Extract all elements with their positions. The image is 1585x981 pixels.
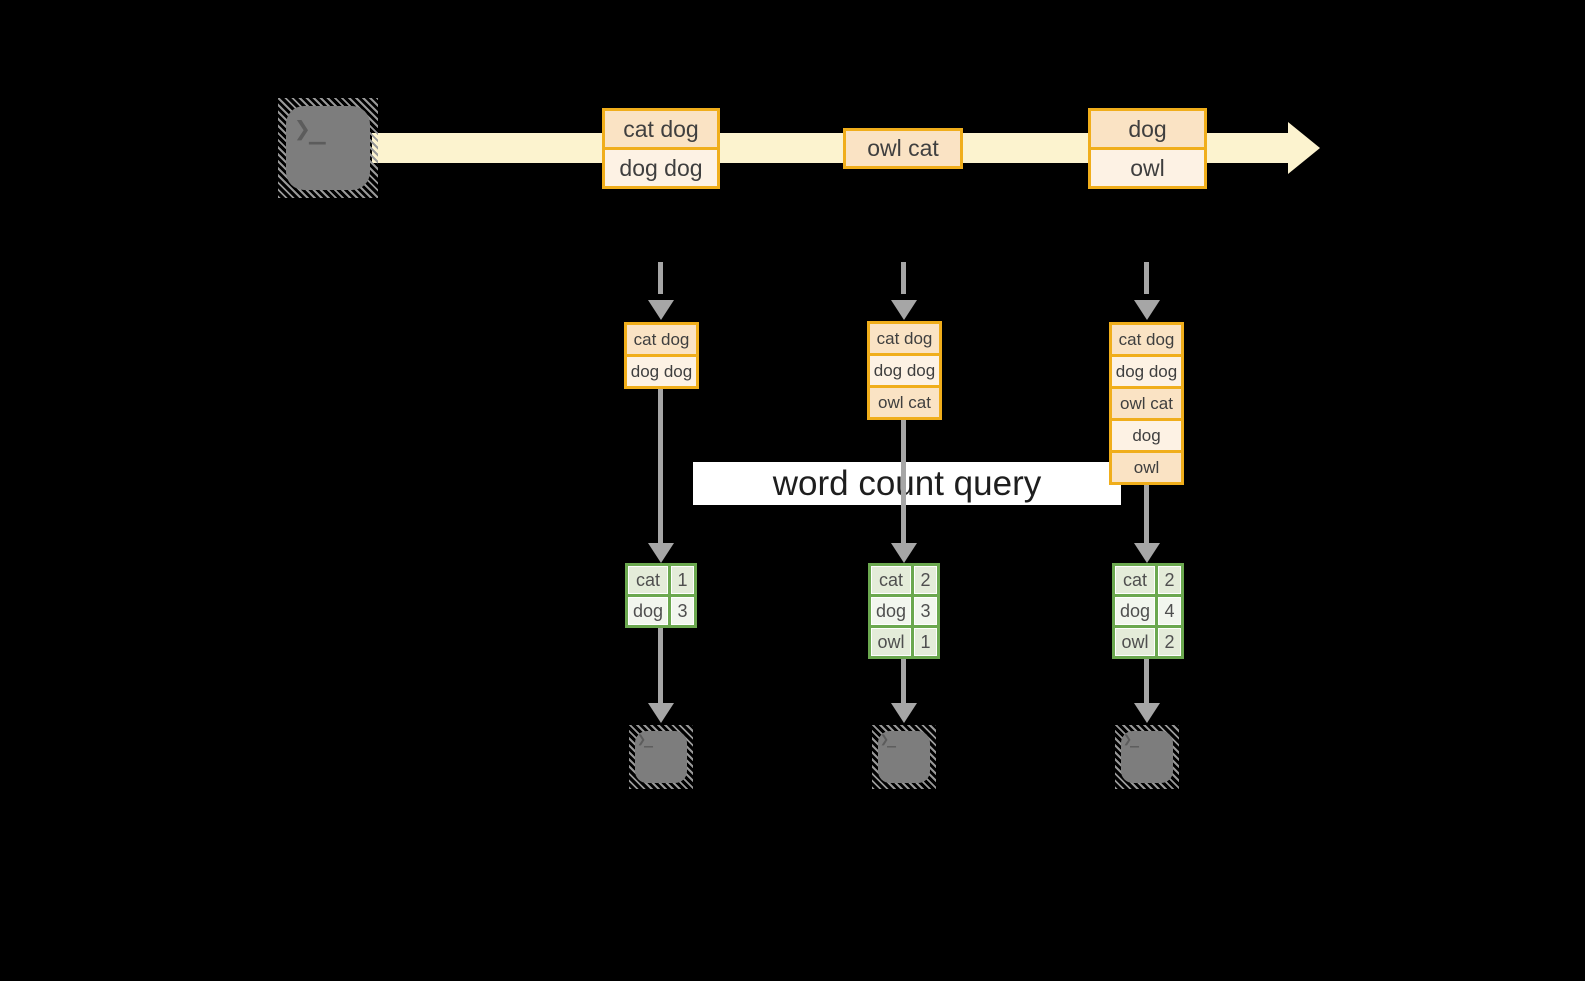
event-box-2: owl cat	[843, 128, 963, 169]
buffer-line: owl cat	[870, 388, 939, 417]
query-label: word count query	[772, 463, 1042, 503]
table-cell-count: 2	[1158, 566, 1181, 594]
query-arrow-line	[1144, 485, 1149, 543]
table-cell-count: 2	[1158, 628, 1181, 656]
output-arrow-line	[901, 659, 906, 703]
terminal-screen	[286, 106, 370, 190]
buffer-box-2: cat dog dog dog owl cat	[867, 321, 942, 420]
table-cell-word: owl	[1115, 628, 1155, 656]
output-arrowhead-icon	[648, 703, 674, 723]
query-arrowhead-icon	[648, 543, 674, 563]
buffer-line: owl	[1112, 453, 1181, 482]
buffer-line: dog dog	[627, 357, 696, 386]
buffer-line: owl cat	[1112, 389, 1181, 421]
terminal-screen	[1121, 731, 1173, 783]
table-cell-word: cat	[1115, 566, 1155, 594]
event-line: dog	[1091, 111, 1204, 150]
ingest-arrowhead-icon	[891, 300, 917, 320]
event-line: owl	[1091, 150, 1204, 186]
buffer-line: dog	[1112, 421, 1181, 453]
event-line: owl cat	[846, 131, 960, 166]
table-cell-count: 4	[1158, 597, 1181, 625]
output-terminal-icon-1: ❯_	[629, 725, 693, 789]
query-arrowhead-icon	[1134, 543, 1160, 563]
output-arrow-line	[658, 628, 663, 703]
output-arrow-line	[1144, 659, 1149, 703]
ingest-arrow-line	[658, 262, 663, 294]
table-cell-count: 1	[671, 566, 694, 594]
event-line: dog dog	[605, 150, 717, 186]
buffer-line: dog dog	[1112, 357, 1181, 389]
table-cell-word: cat	[871, 566, 911, 594]
word-count-table-3: cat 2 dog 4 owl 2	[1112, 563, 1184, 659]
buffer-line: dog dog	[870, 356, 939, 388]
query-arrow-line	[658, 389, 663, 543]
word-count-table-1: cat 1 dog 3	[625, 563, 697, 628]
query-label-band: word count query	[693, 462, 1121, 505]
output-terminal-icon-3: ❯_	[1115, 725, 1179, 789]
buffer-line: cat dog	[627, 325, 696, 357]
terminal-screen	[878, 731, 930, 783]
source-terminal-icon: ❯_	[278, 98, 378, 198]
word-count-table-2: cat 2 dog 3 owl 1	[868, 563, 940, 659]
table-cell-count: 1	[914, 628, 937, 656]
table-cell-word: dog	[1115, 597, 1155, 625]
terminal-screen	[635, 731, 687, 783]
terminal-prompt-glyph: ❯_	[1123, 730, 1139, 748]
buffer-line: cat dog	[870, 324, 939, 356]
query-arrowhead-icon	[891, 543, 917, 563]
ingest-arrow-line	[1144, 262, 1149, 294]
ingest-arrowhead-icon	[648, 300, 674, 320]
ingest-arrow-line	[901, 262, 906, 294]
buffer-box-3: cat dog dog dog owl cat dog owl	[1109, 322, 1184, 485]
table-cell-count: 3	[914, 597, 937, 625]
table-cell-count: 3	[671, 597, 694, 625]
output-arrowhead-icon	[891, 703, 917, 723]
buffer-line: cat dog	[1112, 325, 1181, 357]
table-cell-word: cat	[628, 566, 668, 594]
terminal-prompt-glyph: ❯_	[294, 112, 326, 145]
table-cell-word: owl	[871, 628, 911, 656]
event-box-1: cat dog dog dog	[602, 108, 720, 189]
buffer-box-1: cat dog dog dog	[624, 322, 699, 389]
table-cell-count: 2	[914, 566, 937, 594]
event-box-3: dog owl	[1088, 108, 1207, 189]
ingest-arrowhead-icon	[1134, 300, 1160, 320]
query-arrow-line	[901, 420, 906, 543]
table-cell-word: dog	[628, 597, 668, 625]
event-line: cat dog	[605, 111, 717, 150]
terminal-prompt-glyph: ❯_	[637, 730, 653, 748]
table-cell-word: dog	[871, 597, 911, 625]
terminal-prompt-glyph: ❯_	[880, 730, 896, 748]
output-terminal-icon-2: ❯_	[872, 725, 936, 789]
stream-timeline-arrowhead-icon	[1288, 122, 1320, 174]
output-arrowhead-icon	[1134, 703, 1160, 723]
